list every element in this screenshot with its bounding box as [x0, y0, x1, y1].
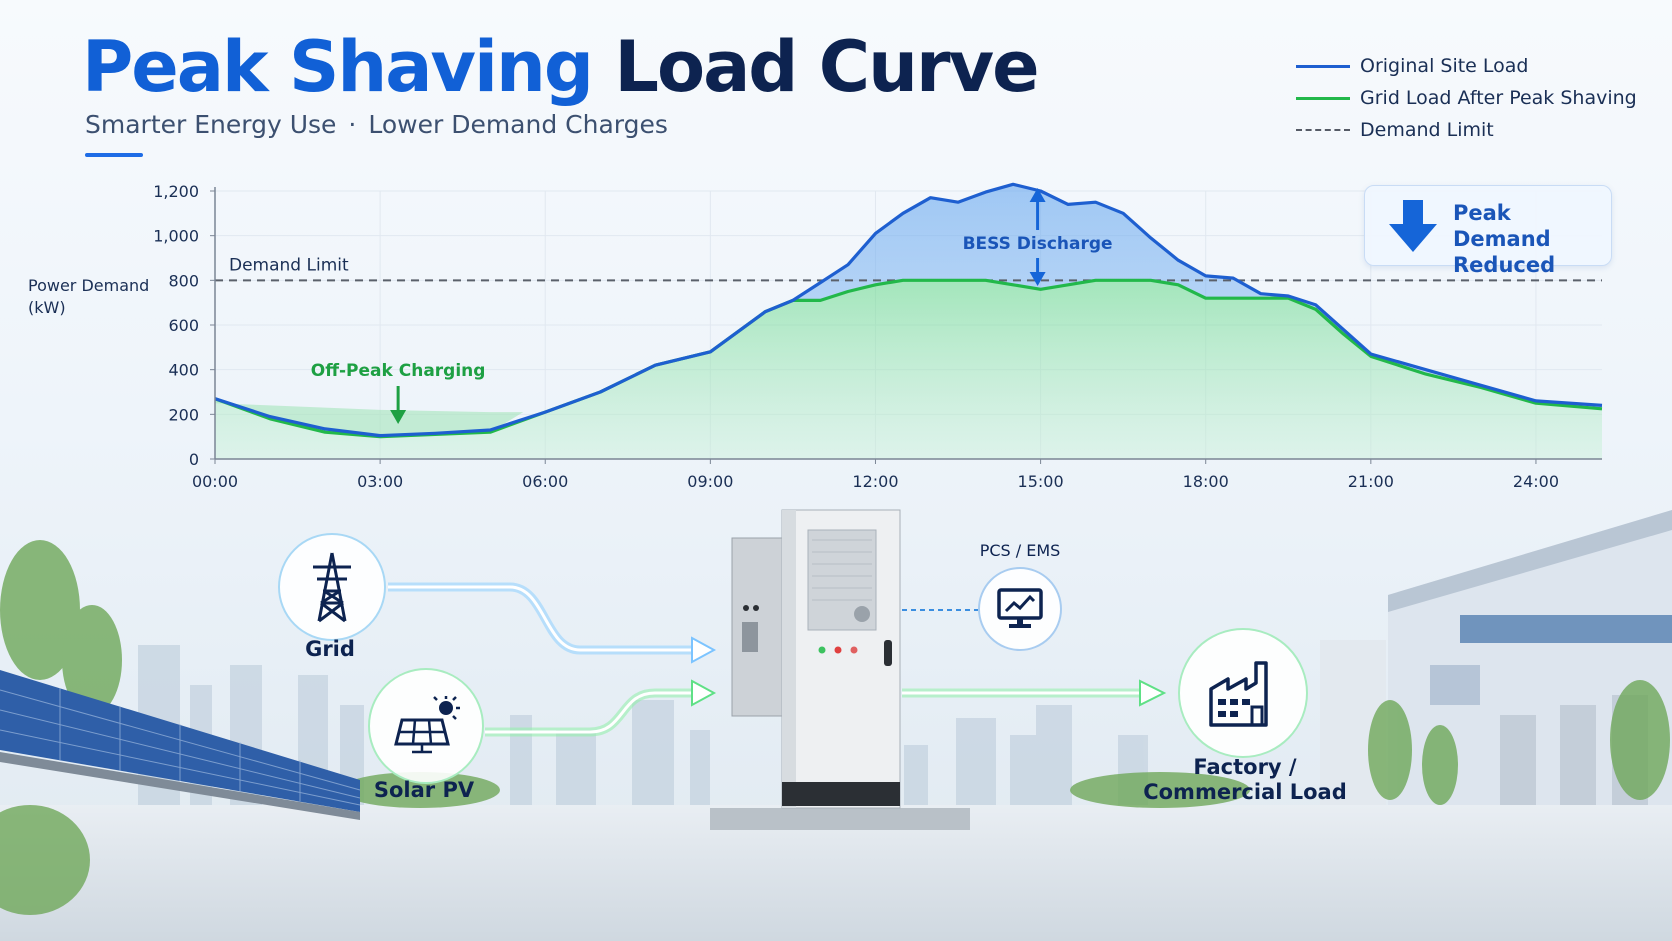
- legend-swatch-original: [1296, 64, 1350, 68]
- energy-flow-scene: [0, 509, 1672, 941]
- y-tick-label: 0: [189, 450, 199, 469]
- x-tick-label: 06:00: [522, 472, 568, 490]
- y-axis-label-line1: Power Demand: [28, 276, 149, 295]
- warehouse-building: [1320, 510, 1672, 835]
- legend-item-shaved: Grid Load After Peak Shaving: [1296, 82, 1637, 114]
- charging-area: [215, 398, 524, 437]
- subtitle: Smarter Energy Use · Lower Demand Charges: [85, 110, 668, 139]
- chart-legend: Original Site Load Grid Load After Peak …: [1296, 50, 1637, 146]
- y-tick-label: 1,000: [153, 227, 199, 246]
- subtitle-separator: ·: [348, 110, 357, 139]
- area-layer: [215, 184, 1602, 459]
- title-rest: Load Curve: [614, 26, 1039, 108]
- x-tick-label: 00:00: [192, 472, 238, 490]
- legend-item-limit: Demand Limit: [1296, 114, 1637, 146]
- subtitle-right: Lower Demand Charges: [368, 110, 668, 139]
- load-flow-arrow: [902, 679, 1167, 707]
- y-tick-label: 1,200: [153, 182, 199, 201]
- factory-icon: [1209, 661, 1268, 727]
- pcs-label: PCS / EMS: [979, 541, 1061, 560]
- grid-icon-circle: [278, 533, 386, 641]
- legend-swatch-limit: [1296, 129, 1350, 131]
- series-line-original: [214, 182, 1603, 438]
- charging-arrow-head: [390, 410, 407, 424]
- peak-reduced-callout: Peak Demand Reduced: [1364, 185, 1612, 277]
- line-layer: [214, 182, 1603, 439]
- x-tick-label: 21:00: [1348, 472, 1394, 490]
- discharge-area: [215, 184, 1602, 437]
- x-tick-label: 18:00: [1183, 472, 1229, 490]
- axis-layer: Demand Limit 0 200 400 600 800 1,000 1,200 00:00…: [28, 182, 1602, 490]
- load-label-line1: Factory /: [1193, 755, 1297, 779]
- bess-discharge-label: BESS Discharge: [963, 234, 1113, 254]
- page-title: Peak Shaving Load Curve: [82, 22, 1040, 112]
- grid-flow-arrow: [388, 582, 717, 664]
- discharge-arrow-up-head: [1029, 188, 1046, 202]
- monitor-chart-icon: [997, 588, 1043, 628]
- pcs-icon-circle: [978, 567, 1062, 651]
- load-label: Factory / Commercial Load: [1135, 755, 1355, 805]
- x-tick-label: 09:00: [687, 472, 733, 490]
- y-tick-label: 400: [168, 361, 199, 380]
- legend-item-original: Original Site Load: [1296, 50, 1637, 82]
- x-tick-label: 03:00: [357, 472, 403, 490]
- demand-limit-label: Demand Limit: [229, 255, 349, 275]
- x-tick-label: 24:00: [1513, 472, 1559, 490]
- trees: [0, 540, 1670, 915]
- annotation-layer: Off-Peak Charging BESS Discharge: [311, 188, 1113, 424]
- transmission-tower-icon: [313, 552, 351, 623]
- legend-swatch-shaved: [1296, 96, 1350, 100]
- y-axis-label: Power Demand (kW): [28, 276, 149, 317]
- solar-label: Solar PV: [373, 778, 475, 802]
- legend-label-shaved: Grid Load After Peak Shaving: [1360, 87, 1637, 109]
- grid-label: Grid: [305, 637, 355, 661]
- title-underline: [85, 153, 143, 157]
- down-arrow-icon: [1389, 200, 1437, 252]
- callout-text: Peak Demand Reduced: [1453, 201, 1556, 277]
- y-tick-label: 200: [168, 405, 199, 424]
- solar-panel-array: [0, 670, 361, 820]
- load-curve-chart: Demand Limit 0 200 400 600 800 1,000 1,200 00:00…: [28, 182, 1603, 490]
- legend-label-original: Original Site Load: [1360, 55, 1529, 77]
- y-tick-label: 600: [168, 316, 199, 335]
- solar-panel-icon: [394, 696, 460, 754]
- y-tick-label: 800: [168, 271, 199, 290]
- off-peak-charging-label: Off-Peak Charging: [311, 361, 486, 381]
- solar-icon-circle: [368, 668, 484, 784]
- factory-icon-circle: [1178, 628, 1308, 758]
- solar-flow-arrow: [485, 679, 717, 737]
- x-tick-label: 15:00: [1018, 472, 1064, 490]
- load-label-line2: Commercial Load: [1143, 780, 1347, 804]
- y-axis-label-line2: (kW): [28, 298, 66, 317]
- subtitle-left: Smarter Energy Use: [85, 110, 337, 139]
- grid-load-area: [215, 280, 1602, 459]
- title-highlight: Peak Shaving: [82, 26, 594, 108]
- discharge-arrow-down-head: [1029, 272, 1046, 286]
- legend-label-limit: Demand Limit: [1360, 119, 1494, 141]
- x-tick-label: 12:00: [852, 472, 898, 490]
- battery-cabinet: [710, 509, 970, 830]
